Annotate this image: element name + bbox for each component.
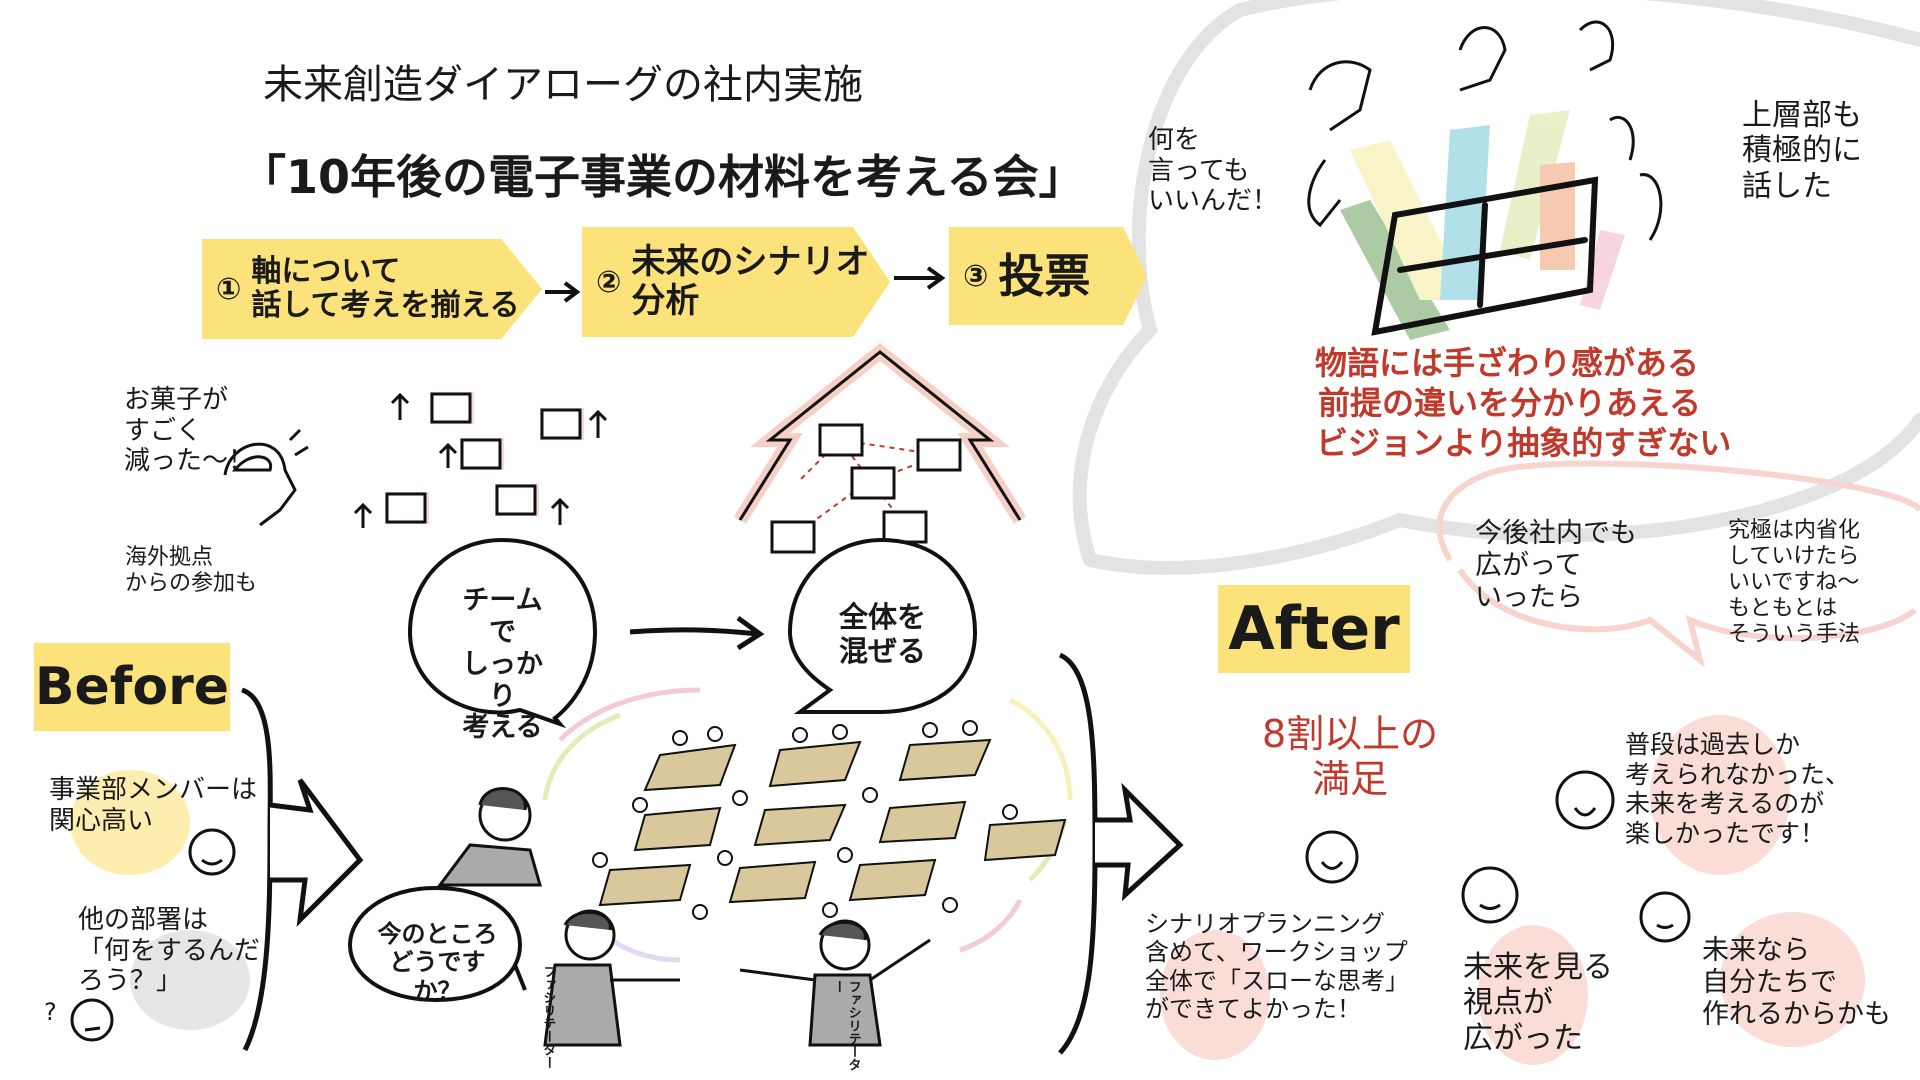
scenario-matrix-icon [1371,176,1599,336]
insight-2: 前提の違いを分かりあえる [1318,384,1702,422]
before-note-others: 他の部署は 「何をするんだ ろう？」 [78,905,261,997]
step-arrows [545,266,946,303]
scenario-cards [353,392,608,528]
step-2: ② 未来のシナリオ 分析 [582,227,890,337]
voice-slow-thinking: シナリオプランニング 含めて、ワークショップ 全体で「スローな思考」 ができてよ… [1145,910,1409,1023]
before-note-members: 事業部メンバーは 関心高い [49,775,258,836]
step-number: ③ [963,258,989,294]
comment-executives: 上層部も 積極的に 話した [1742,98,1862,204]
insight-1: 物語には手ざわり感がある [1315,344,1700,382]
question-mark: ? [44,998,57,1026]
flow-arrow [629,615,765,651]
before-arrow [269,778,364,927]
bubble-team-text: チームで しっかり 考える [462,585,543,744]
step-number: ① [216,271,242,307]
step-label: 軸について 話して考えを揃える [251,253,520,323]
thought-bubble-outline [1072,0,1920,575]
surprised-person-icon [223,428,309,527]
pink-highlight [1478,925,1588,1065]
workshop-tables [598,738,1067,907]
convergence-arrow [734,343,1026,554]
speech-bubbles [347,537,978,1003]
pink-highlight [1160,930,1270,1060]
gray-highlight [130,930,250,1030]
future-comment-spread: 今後社内でも 広がって いったら [1475,518,1637,613]
pink-bubble-outline [1436,460,1920,668]
comment-anything-goes: 何を 言っても いいんだ！ [1148,125,1279,217]
step-number: ② [596,264,622,300]
pink-highlight [1650,715,1790,875]
after-arrow [1095,782,1184,902]
note-snacks: お菓子が すごく 減った〜！ [124,385,255,477]
facilitator-label: ファシリテーター [540,965,556,1069]
after-label: After [1218,585,1410,673]
before-bracket [240,687,273,1052]
bubble-how-text: 今のところ どうですか？ [377,920,498,1005]
before-label: Before [34,643,230,731]
step-1: ① 軸について 話して考えを揃える [202,239,542,339]
smiley-icons [70,770,1691,1042]
step-label: 未来のシナリオ 分析 [631,241,870,321]
future-comment-introspection: 究極は内省化 していけたら いいですね〜 もともとは そういう手法 [1728,518,1861,647]
facilitator-figures [437,787,931,1047]
bubble-mix-text: 全体を 混ぜる [838,600,926,669]
subtitle: 未来創造ダイアローグの社内実施 [263,62,863,108]
voice-past-future: 普段は過去しか 考えられなかった、 未来を考えるのが 楽しかったです！ [1625,730,1851,848]
step-label: 投票 [998,248,1091,303]
step-3: ③ 投票 [949,227,1147,325]
voice-perspective: 未来を見る 視点が 広がった [1463,950,1613,1056]
satisfaction-rate: 8割以上の 満足 [1262,712,1439,801]
participant-faces-icon [1307,20,1663,241]
participants-icon [592,720,1018,920]
voice-create-future: 未来なら 自分たちで 作れるからかも [1702,935,1891,1030]
facilitator-label: ファシリテーター [830,980,861,1071]
pink-highlight [1720,912,1865,1047]
page-title: 「10年後の電子事業の材料を考える会」 [240,150,1085,204]
insight-3: ビジョンより抽象的すぎない [1316,424,1732,462]
after-bracket [1058,652,1098,1055]
note-overseas: 海外拠点 からの参加も [125,545,258,596]
yellow-highlight [70,770,190,875]
